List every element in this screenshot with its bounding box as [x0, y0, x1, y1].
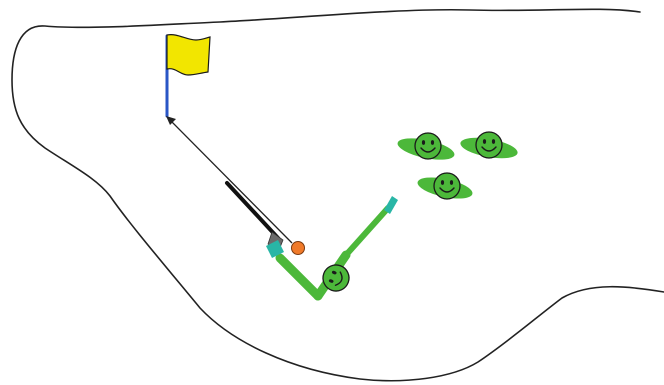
- smiley-face-icon: [433, 172, 461, 200]
- spectator: [417, 172, 473, 200]
- flag-fabric: [166, 34, 211, 76]
- golf-club: [225, 181, 284, 251]
- spectator: [460, 131, 518, 159]
- smiley-face-icon: [414, 132, 442, 160]
- smiley-face-icon: [475, 131, 503, 159]
- spectator: [397, 132, 455, 160]
- aim-arrow: [166, 116, 293, 244]
- golf-ball: [291, 241, 305, 255]
- course-outline: [11, 8, 664, 382]
- flag: [165, 34, 211, 118]
- golfer-hand-left: [266, 240, 284, 258]
- golfer: [266, 196, 398, 301]
- golfer-hand-right: [384, 196, 398, 214]
